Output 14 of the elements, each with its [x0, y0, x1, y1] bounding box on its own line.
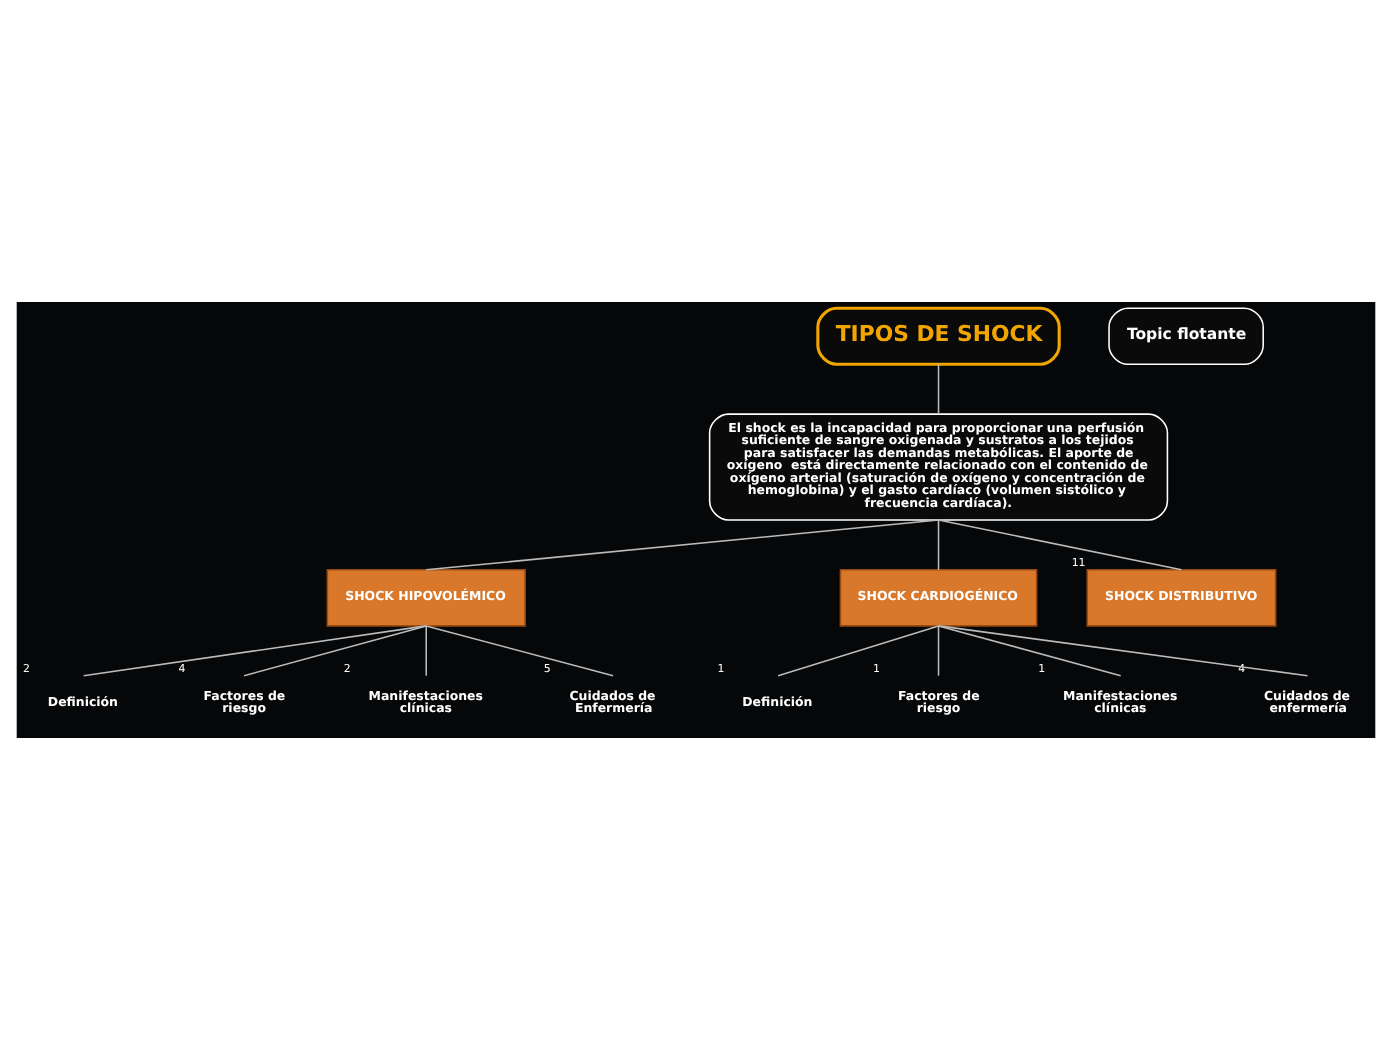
connector	[937, 519, 1183, 571]
connector	[937, 519, 940, 571]
connector	[425, 519, 940, 571]
node-box: Topic flotante	[1108, 307, 1264, 366]
connector	[937, 625, 1122, 677]
connector	[243, 625, 427, 677]
connector	[937, 625, 1309, 677]
node-box: TIPOS DE SHOCK	[816, 306, 1061, 366]
connector	[937, 363, 940, 415]
connector	[82, 625, 427, 677]
connector	[425, 625, 614, 677]
connector	[937, 625, 940, 677]
connector	[777, 625, 940, 677]
connector	[425, 625, 427, 677]
